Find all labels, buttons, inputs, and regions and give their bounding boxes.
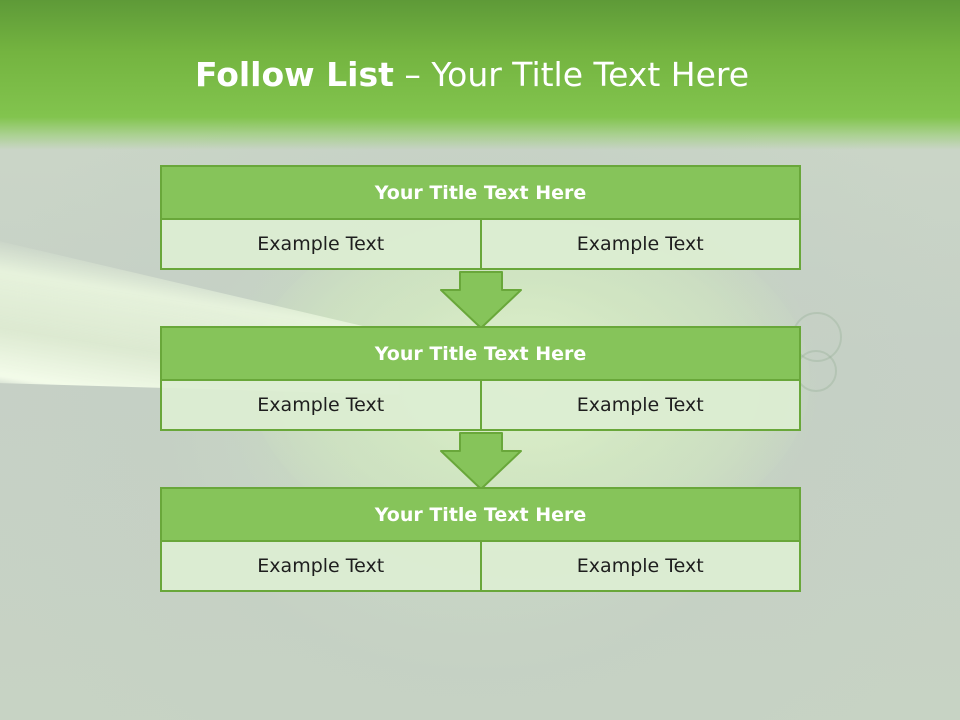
step-cell-right: Example Text [479, 381, 800, 429]
title-banner [0, 0, 960, 150]
step-row: Example Text Example Text [160, 542, 801, 592]
slide-title: Follow List – Your Title Text Here [0, 52, 944, 98]
step-block-3: Your Title Text Here Example Text Exampl… [160, 487, 801, 592]
slide-title-rest: – Your Title Text Here [393, 55, 750, 94]
step-title: Your Title Text Here [160, 326, 801, 381]
step-block-2: Your Title Text Here Example Text Exampl… [160, 326, 801, 431]
step-cell-left: Example Text [257, 233, 385, 255]
slide-title-bold: Follow List [194, 55, 394, 94]
step-row: Example Text Example Text [160, 220, 801, 270]
step-title: Your Title Text Here [160, 487, 801, 542]
down-arrow-icon [440, 271, 522, 329]
down-arrow-icon [440, 432, 522, 490]
step-cell-right: Example Text [479, 220, 800, 268]
step-cell-left: Example Text [257, 555, 385, 577]
step-cell-right: Example Text [479, 542, 800, 590]
step-title: Your Title Text Here [160, 165, 801, 220]
step-block-1: Your Title Text Here Example Text Exampl… [160, 165, 801, 270]
background-bubble [795, 350, 837, 392]
step-cell-left: Example Text [257, 394, 385, 416]
step-row: Example Text Example Text [160, 381, 801, 431]
